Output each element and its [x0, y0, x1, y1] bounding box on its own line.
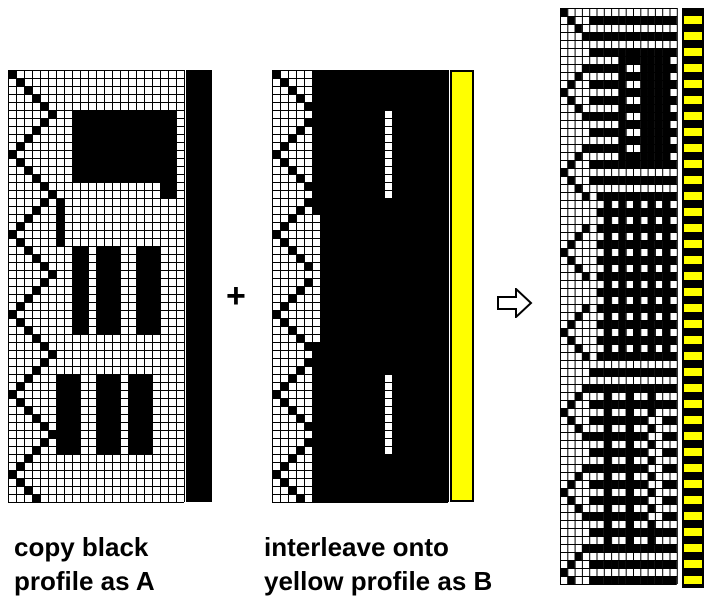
interleaved-draft-grid — [560, 8, 678, 585]
interleaved-stripe-bar — [682, 8, 704, 588]
profile-b-yellow-bar — [450, 70, 474, 502]
caption-left-line1: copy black — [14, 532, 149, 562]
profile-b-draft-grid — [272, 70, 449, 503]
profile-a-draft-grid — [8, 70, 185, 503]
caption-right-line1: interleave onto — [264, 532, 449, 562]
right-arrow-icon — [497, 288, 533, 318]
caption-left-line2: profile as A — [14, 566, 155, 596]
caption-left: copy black profile as A — [14, 530, 155, 598]
caption-right: interleave onto yellow profile as B — [264, 530, 492, 598]
profile-a-black-bar — [186, 70, 212, 502]
plus-operator: + — [226, 277, 246, 315]
caption-right-line2: yellow profile as B — [264, 566, 493, 596]
